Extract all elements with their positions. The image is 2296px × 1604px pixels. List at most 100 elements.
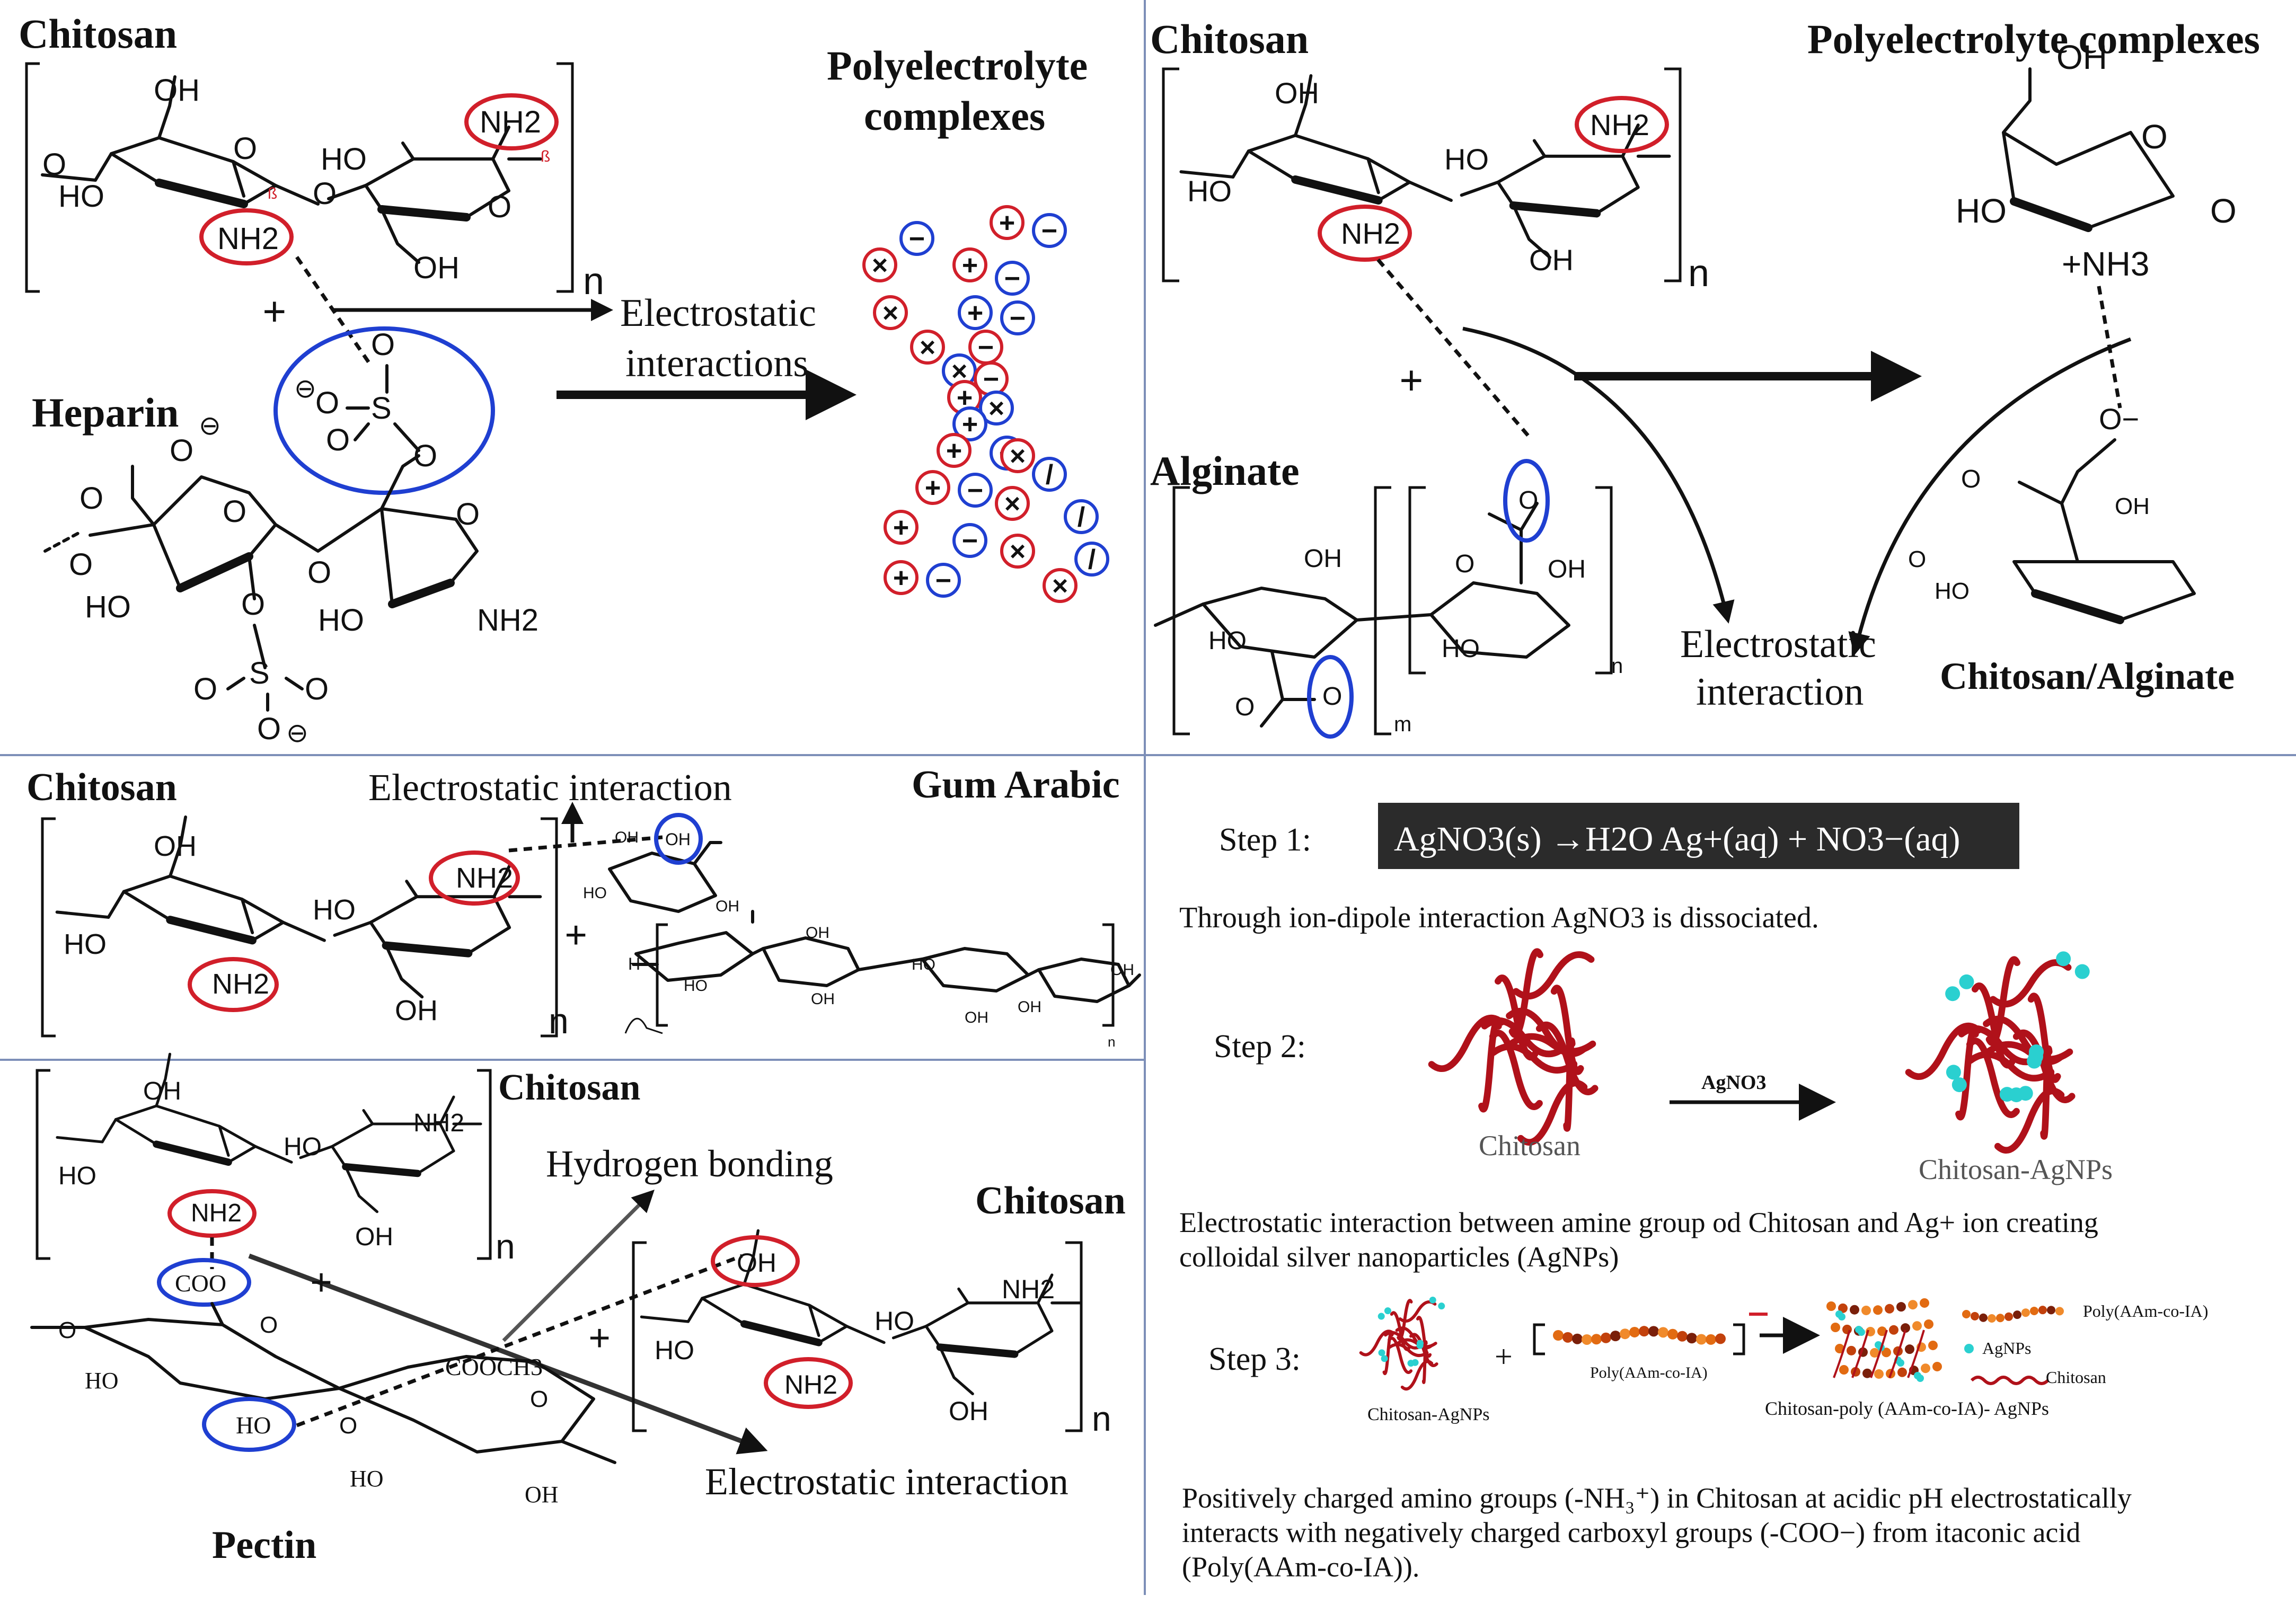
o-label: O <box>326 423 350 457</box>
o-label: O <box>530 1386 548 1412</box>
oh-label: OH <box>1548 555 1586 583</box>
panel1-n-label: n <box>583 260 604 303</box>
minus-charge-icon: − <box>952 523 987 558</box>
ho-label: HO <box>1187 174 1232 208</box>
s-label: S <box>249 656 270 690</box>
oh-label: OH <box>1304 545 1342 573</box>
panel2-chitosan-label: Chitosan <box>1150 16 1309 62</box>
m-label: m <box>1394 713 1411 736</box>
oh-label: OH <box>154 73 200 108</box>
cross-charge-icon: × <box>995 486 1030 521</box>
minus-charge-icon: − <box>926 563 961 598</box>
coo-blue-circle <box>157 1258 251 1307</box>
svg-text:/: / <box>1078 502 1085 533</box>
oh-label: OH <box>716 898 739 915</box>
minus-charge-icon: − <box>1000 300 1035 335</box>
cross-charge-icon: / <box>1064 499 1099 534</box>
carboxylate-blue-circle <box>1307 655 1354 739</box>
step1-text: Through ion-dipole interaction AgNO3 is … <box>1179 901 1819 934</box>
oh-label: OH <box>2115 493 2150 519</box>
o-label: O <box>42 147 66 182</box>
pectin-label: Pectin <box>212 1523 316 1567</box>
ho-label: HO <box>85 1368 119 1394</box>
ho-label: HO <box>58 1162 96 1190</box>
nh2-label: NH2 <box>413 1109 464 1137</box>
step3-text-line1: Positively charged amino groups (-NH₃⁺) … <box>1182 1482 2132 1514</box>
oh-red-circle <box>711 1235 800 1287</box>
plus-charge-icon: + <box>884 560 919 595</box>
o-label: O <box>305 672 329 706</box>
panel1-chitosan-label: Chitosan <box>19 11 177 57</box>
svg-text:×: × <box>1010 536 1026 567</box>
panel-chitosan-pectin: n Chitosan OH HO HO OH NH2 NH2 Hydrogen … <box>30 1054 1126 1567</box>
plus-charge-icon: + <box>958 295 993 330</box>
cross-charge-icon: × <box>1043 568 1078 603</box>
agno3-label: AgNO3 <box>1701 1071 1766 1094</box>
panel-chitosan-gum-arabic: Chitosan Electrostatic interaction Gum A… <box>27 763 1141 1050</box>
panel4-right-n-label: n <box>1092 1399 1111 1438</box>
svg-text:−: − <box>983 364 999 395</box>
svg-text:+: + <box>962 250 978 281</box>
panel4-n-label: n <box>496 1227 515 1266</box>
svg-text:×: × <box>920 332 935 363</box>
minus-icon: ⊖ <box>199 411 221 440</box>
ho-label: HO <box>236 1412 271 1439</box>
nh2-red-circle <box>199 208 294 265</box>
nh2-label: NH2 <box>456 862 513 894</box>
step2-chitosan-label: Chitosan <box>1479 1130 1580 1162</box>
oh-label: OH <box>965 1009 988 1026</box>
cross-charge-icon: / <box>1032 457 1067 492</box>
coo-label: COO <box>175 1270 226 1297</box>
svg-text:×: × <box>988 393 1004 424</box>
ho-label: HO <box>284 1133 322 1161</box>
dashed-interaction-line <box>296 1254 743 1428</box>
carboxylate-blue-circle <box>1503 459 1550 543</box>
o-label: O <box>1455 550 1474 578</box>
svg-text:+: + <box>962 409 978 440</box>
arrow-icon <box>502 1190 655 1342</box>
svg-text:×: × <box>1004 489 1020 519</box>
dashed-interaction-line <box>295 256 373 367</box>
o-label: O <box>313 176 337 211</box>
plus-icon: + <box>310 1261 332 1305</box>
arrow-icon <box>1848 337 2132 655</box>
nh2-red-circle <box>764 1357 853 1409</box>
nh2-label: NH2 <box>212 968 269 1000</box>
step2-chitosan-agnps-label: Chitosan-AgNPs <box>1919 1154 2113 1185</box>
ho-label: HO <box>655 1335 694 1365</box>
small-chitosan-agnps-icon <box>1359 1296 1445 1391</box>
ho-label: HO <box>321 142 367 176</box>
ho-label: HO <box>583 884 607 902</box>
oh-label: OH <box>1110 961 1134 979</box>
dashed-interaction-line <box>2097 286 2122 409</box>
plus-charge-icon: + <box>937 433 972 468</box>
poly-chain-icon <box>1553 1326 1726 1345</box>
ho-label: HO <box>313 894 356 926</box>
minus-charge-icon: − <box>958 473 993 508</box>
plus-charge-icon: + <box>884 510 919 545</box>
panel2-n-label: n <box>1688 252 1709 295</box>
alginate-label: Alginate <box>1150 448 1300 494</box>
polyelectrolyte-complexes-label-2: complexes <box>864 93 1045 139</box>
step3-product-label: Chitosan-poly (AAm-co-IA)- AgNPs <box>1765 1398 2049 1419</box>
ho-label: HO <box>1444 143 1489 176</box>
svg-text:−: − <box>962 526 978 556</box>
cross-charge-icon: × <box>942 353 977 388</box>
svg-text:+: + <box>967 298 983 329</box>
panel-chitosan-heparin: Chitosan n OH O HO O HO O O OH NH2 NH2 ß… <box>19 11 1109 748</box>
step2-text-line1: Electrostatic interaction between amine … <box>1179 1207 2098 1238</box>
nh2-red-circle <box>464 93 559 150</box>
o-label: O <box>1235 693 1255 721</box>
svg-text:+: + <box>925 473 941 503</box>
oh-label: OH <box>1018 998 1041 1016</box>
h-label: H <box>628 954 640 973</box>
arrow-icon <box>248 1253 768 1455</box>
o-label: O <box>80 481 103 516</box>
panel3-interaction-label: Electrostatic interaction <box>368 766 732 809</box>
plus-charge-icon: + <box>947 380 982 415</box>
step3-text-line3: (Poly(AAm-co-IA)). <box>1182 1551 1419 1583</box>
oh-label: OH <box>525 1482 559 1508</box>
svg-text:+: + <box>999 208 1015 238</box>
step2-text-line2: colloidal silver nanoparticles (AgNPs) <box>1179 1241 1619 1273</box>
